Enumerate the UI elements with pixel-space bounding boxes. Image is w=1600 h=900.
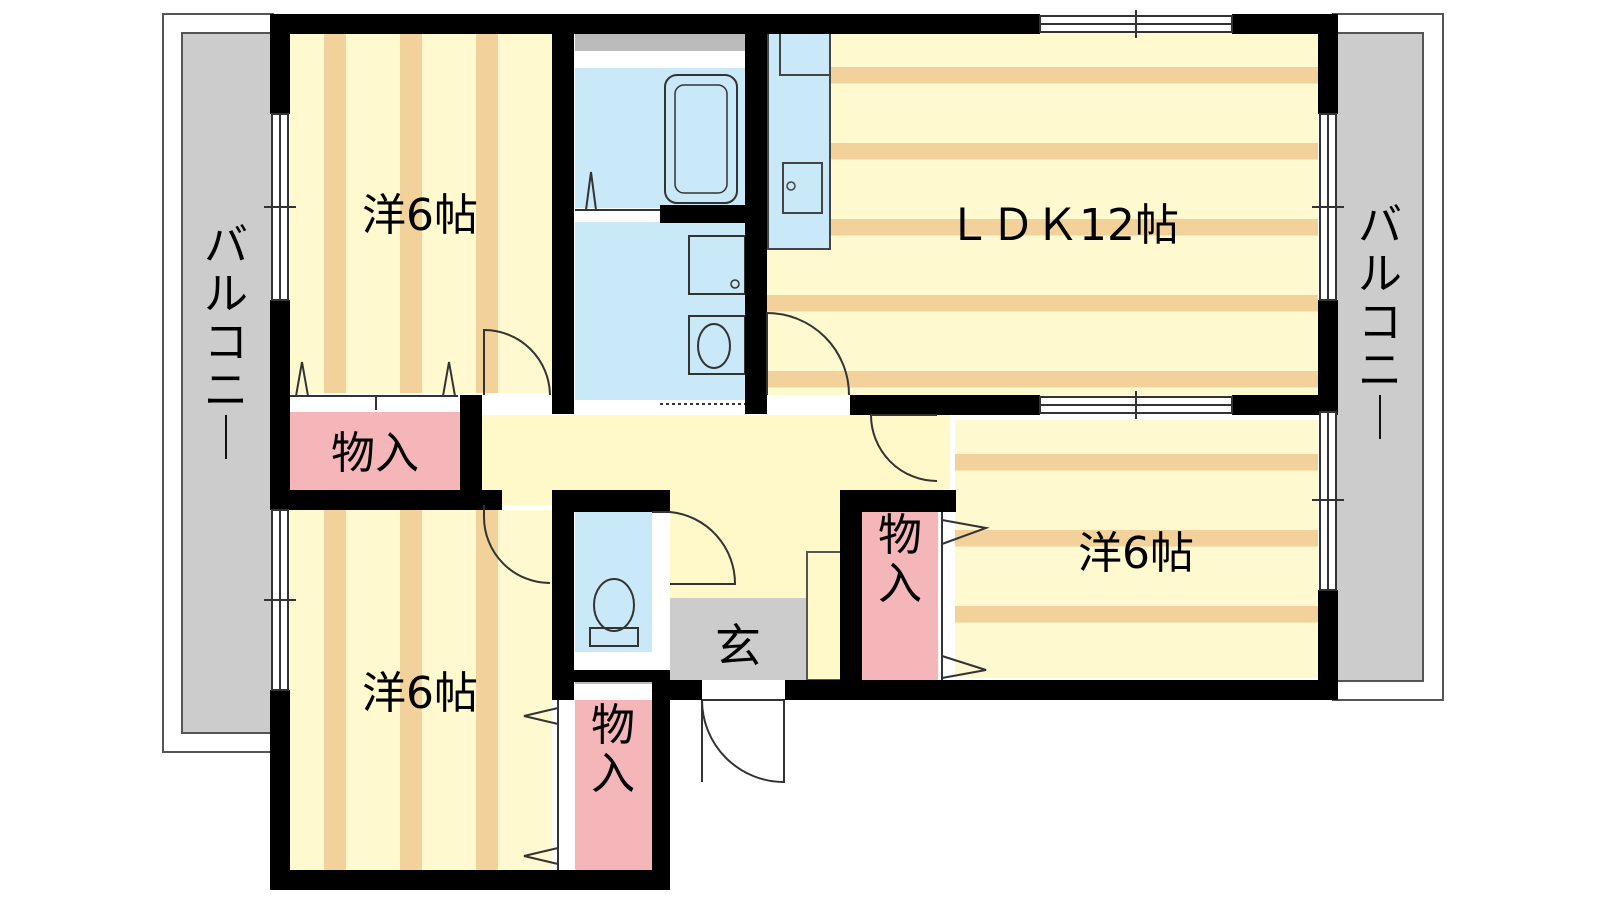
floor-stripe — [955, 606, 1318, 623]
storage-center-floor — [862, 512, 938, 680]
floor-stripe — [767, 295, 1318, 312]
balcony-left — [162, 13, 274, 753]
label-ldk: ＬＤＫ12帖 — [947, 200, 1179, 251]
room-labels: 洋6帖 洋6帖 ＬＤＫ12帖 洋6帖 玄 物入 — [331, 190, 1194, 719]
floor-stripe — [767, 143, 1318, 160]
label-storage-center: 物入 — [878, 510, 922, 609]
floor-stripe — [955, 530, 1318, 547]
label-bedroom-top-left: 洋6帖 — [362, 190, 478, 241]
entrance-floor — [670, 598, 807, 680]
windows — [264, 10, 1344, 691]
toilet-tank-icon — [589, 627, 639, 647]
stripes-right — [955, 454, 1318, 623]
bedroom-top-left-floor — [290, 33, 552, 393]
label-entrance: 玄 — [715, 619, 761, 673]
floor-stripe — [400, 510, 422, 870]
entrance-door — [701, 699, 785, 784]
toilet — [575, 512, 652, 684]
label-storage-bottom: 物入 — [591, 700, 635, 799]
balcony-right — [1332, 13, 1444, 701]
bedroom-right-floor — [955, 420, 1318, 678]
vertical-labels: 物入 物入 バルコニ｜ バルコニ｜ — [204, 200, 1402, 799]
floor-stripe — [324, 510, 346, 870]
bathroom — [575, 33, 745, 208]
floor-stripe — [767, 219, 1318, 236]
walls — [270, 14, 1338, 890]
floor-stripe — [324, 33, 346, 393]
label-balcony-right: バルコニ｜ — [1358, 200, 1402, 445]
label-balcony-left: バルコニ｜ — [204, 220, 248, 465]
door-toilet — [652, 511, 737, 585]
bathtub-icon — [664, 74, 738, 204]
floor-stripe — [476, 33, 498, 393]
door-right-bedroom — [869, 414, 938, 482]
floor-stripe — [767, 371, 1318, 388]
stripes-ldk — [767, 67, 1318, 388]
floor-stripe — [476, 510, 498, 870]
floor-stripe — [767, 67, 1318, 84]
toilet-bowl-icon — [593, 578, 635, 632]
stripes-top-left — [324, 33, 498, 393]
floor-stripe — [400, 33, 422, 393]
door-bottom-left-bedroom — [483, 505, 551, 584]
kitchen-counter — [767, 32, 831, 250]
storage-bottom-floor — [575, 700, 652, 870]
ldk-floor — [767, 33, 1318, 395]
storage-left-floor — [290, 412, 460, 490]
kitchen-sink-icon — [782, 162, 823, 214]
bedroom-bottom-left-floor — [290, 510, 552, 870]
door-ldk — [766, 311, 850, 396]
washroom — [575, 222, 746, 405]
stripes-bottom-left — [324, 510, 498, 870]
door-top-left-bedroom — [483, 328, 551, 396]
doors — [290, 171, 990, 870]
label-bedroom-right: 洋6帖 — [1078, 528, 1194, 579]
label-storage-left: 物入 — [331, 428, 419, 479]
label-bedroom-bottom-left: 洋6帖 — [362, 668, 478, 719]
floor-stripe — [955, 454, 1318, 471]
